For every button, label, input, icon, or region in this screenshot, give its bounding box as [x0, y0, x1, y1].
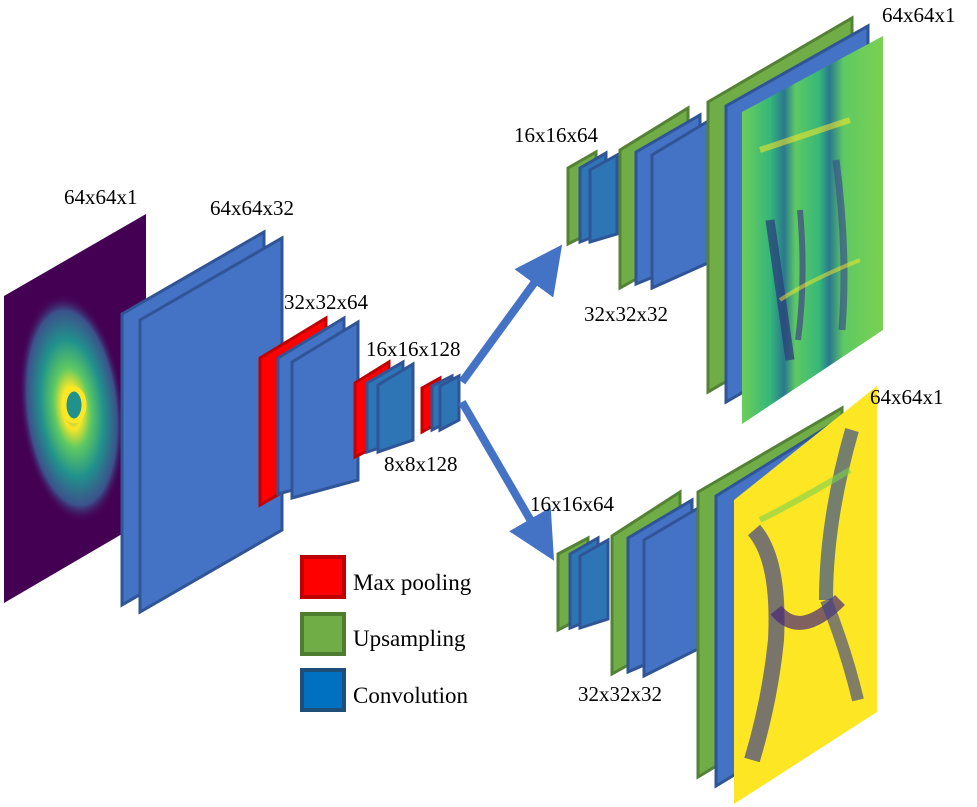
arrow-up-icon: [458, 244, 563, 385]
bottom-decoder-block-1: [556, 535, 610, 633]
label-bot-out: 64x64x1: [870, 385, 944, 409]
encoder-conv-block-1: [120, 229, 284, 615]
label-enc1: 64x64x32: [210, 196, 294, 220]
label-enc3: 16x16x128: [366, 337, 461, 361]
label-bottleneck: 8x8x128: [384, 452, 458, 476]
top-decoder-block-1: [566, 149, 619, 247]
label-input: 64x64x1: [64, 185, 138, 209]
label-top-dec1: 16x16x64: [514, 123, 599, 147]
label-bot-dec2: 32x32x32: [578, 682, 662, 706]
legend-label: Upsampling: [353, 626, 466, 651]
legend: Max pooling Upsampling Convolution: [300, 555, 472, 712]
legend-swatch-red: [300, 555, 346, 599]
legend-swatch-green: [300, 612, 346, 656]
arrow-down-icon: [458, 399, 555, 561]
encoder-pool-conv-block-3: [353, 359, 415, 460]
bottom-decoder-output: [696, 386, 877, 804]
encoder-pool-conv-block-2: [258, 315, 360, 508]
legend-item-upsampling: Upsampling: [300, 612, 466, 656]
legend-swatch-blue: [300, 668, 346, 712]
legend-item-max-pooling: Max pooling: [300, 555, 472, 599]
top-decoder-output: [706, 15, 883, 424]
input-image: [4, 214, 146, 603]
bottleneck-block: [420, 373, 461, 435]
label-bot-dec1: 16x16x64: [530, 492, 615, 516]
label-enc2: 32x32x64: [284, 290, 369, 314]
legend-label: Max pooling: [353, 570, 472, 595]
label-top-dec2: 32x32x32: [584, 302, 668, 326]
label-top-out: 64x64x1: [882, 3, 956, 27]
top-decoder-block-2: [618, 105, 712, 291]
bottom-decoder-block-2: [610, 489, 702, 679]
legend-item-convolution: Convolution: [300, 668, 469, 712]
legend-label: Convolution: [353, 683, 469, 708]
